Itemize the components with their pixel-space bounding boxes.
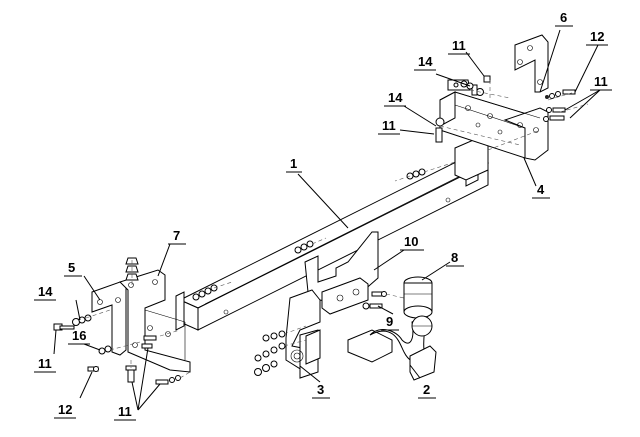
- callout-label: 14: [38, 284, 53, 299]
- callout-12-right: 12: [586, 29, 608, 46]
- callout-label: 14: [418, 54, 433, 69]
- callout-8: 8: [446, 250, 464, 267]
- callout-11-bottom: 11: [114, 404, 136, 421]
- callout-label: 5: [68, 260, 75, 275]
- callout-label: 11: [38, 356, 52, 371]
- callout-label: 11: [594, 74, 608, 89]
- callout-4: 4: [532, 182, 550, 199]
- callout-label: 12: [58, 402, 72, 417]
- callout-1: 1: [286, 156, 302, 173]
- callout-16: 16: [68, 328, 90, 345]
- leader-lines: [53, 29, 601, 411]
- callout-11-mid: 11: [378, 118, 400, 135]
- socket-bracket-part-10: [304, 231, 379, 315]
- callout-label: 3: [317, 382, 324, 397]
- crossbar-part-1: [175, 137, 490, 331]
- callout-label: 8: [451, 250, 458, 265]
- callout-9: 9: [381, 314, 399, 331]
- callout-10: 10: [400, 234, 424, 251]
- callout-12-left: 12: [54, 402, 76, 419]
- callout-label: 7: [173, 228, 180, 243]
- callout-label: 2: [423, 382, 430, 397]
- socket-part-8: [403, 276, 433, 319]
- detachable-neck-part-2: [347, 315, 437, 381]
- callout-5: 5: [64, 260, 82, 277]
- callout-label: 11: [452, 38, 466, 53]
- callout-label: 1: [290, 156, 297, 171]
- callout-label: 10: [404, 234, 418, 249]
- callout-label: 6: [560, 10, 567, 25]
- callout-label: 14: [388, 90, 403, 105]
- callout-11-left: 11: [34, 356, 56, 373]
- callout-14-left: 14: [34, 284, 56, 301]
- callout-label: 11: [118, 404, 132, 419]
- callout-label: 12: [590, 29, 604, 44]
- callout-6: 6: [555, 10, 573, 27]
- callout-11-top: 11: [448, 38, 470, 55]
- callout-label: 9: [386, 314, 393, 329]
- callout-7: 7: [168, 228, 186, 245]
- callout-14-mid: 14: [384, 90, 406, 107]
- callout-label: 4: [537, 182, 545, 197]
- callout-11-right: 11: [590, 74, 612, 91]
- left-bracket-part-7: [119, 269, 191, 373]
- callout-label: 11: [382, 118, 396, 133]
- left-bracket-part-5: [91, 281, 127, 356]
- callout-3: 3: [312, 382, 330, 399]
- ball-mount-part-3: [285, 289, 321, 379]
- callout-label: 16: [72, 328, 86, 343]
- assembly-centerlines: [85, 80, 589, 379]
- callout-14-top: 14: [414, 54, 436, 71]
- callout-2: 2: [418, 382, 436, 399]
- right-bracket-part-4: [439, 91, 549, 161]
